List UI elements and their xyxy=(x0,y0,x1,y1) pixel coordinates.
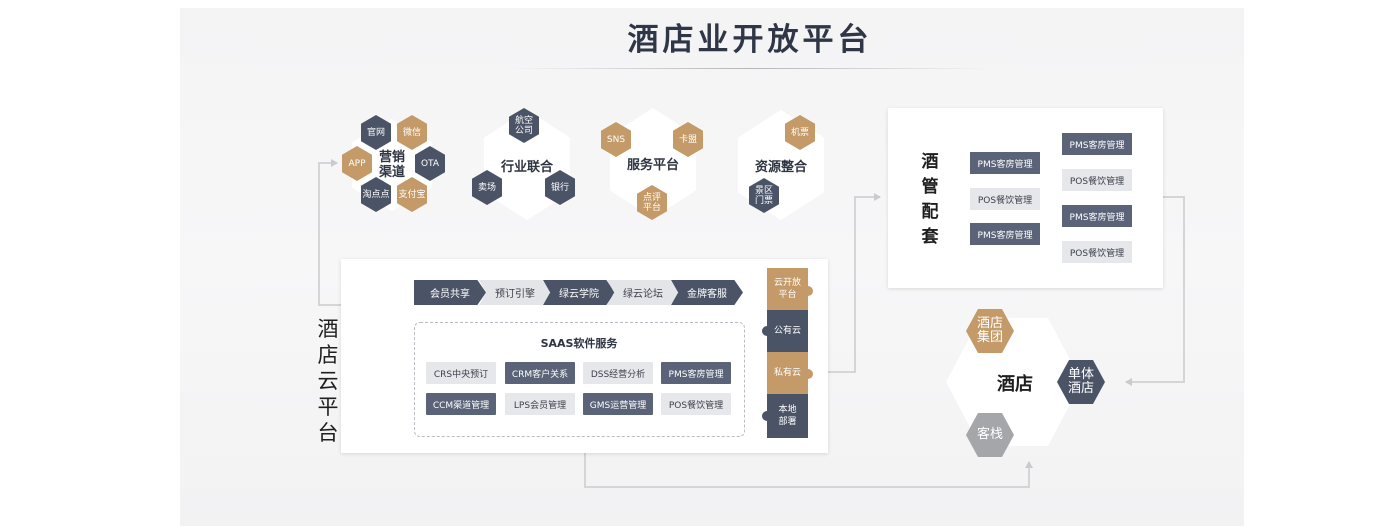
service-booking-engine-label: 预订引擎 xyxy=(495,289,535,300)
channel-mall-label: 卖场 xyxy=(477,182,496,193)
page-title: 酒店业开放平台 xyxy=(627,22,873,58)
saas-title: SAAS软件服务 xyxy=(540,337,618,350)
saas-dss-label: DSS经营分析 xyxy=(590,369,646,380)
saas-pms-label: PMS客房管理 xyxy=(668,369,724,380)
hotel-system-right-1-label: PMS客房管理 xyxy=(1069,140,1125,151)
hotel-type-single: 单体 酒店 xyxy=(1057,360,1105,404)
channel-wechat-label: 微信 xyxy=(402,127,421,138)
channel-group-industry-label: 行业联合 xyxy=(500,159,553,175)
hotel-systems-label: 酒管配套 xyxy=(919,150,941,250)
channel-airline-label: 航空 公司 xyxy=(514,115,533,136)
hotel-center-label: 酒店 xyxy=(997,374,1033,395)
saas-ccm-label: CCM渠道管理 xyxy=(432,400,490,411)
hotel-type-group-label: 酒店 集团 xyxy=(976,316,1003,345)
service-member-share-label: 会员共享 xyxy=(430,289,470,300)
hotel-system-right-2-label: POS餐饮管理 xyxy=(1069,176,1125,187)
hotel-system-right-1: PMS客房管理 xyxy=(1062,133,1132,155)
channel-app-label: APP xyxy=(348,158,366,169)
hotel-system-right-4: POS餐饮管理 xyxy=(1062,241,1132,263)
deploy-open-platform: 云开放 平台 xyxy=(767,268,808,310)
channel-flight-ticket-label: 机票 xyxy=(790,127,809,138)
saas-crm-label: CRM客户关系 xyxy=(511,369,569,380)
hotel-systems-label-text: 酒管配套 xyxy=(921,152,939,247)
saas-dss: DSS经营分析 xyxy=(583,362,653,384)
channel-bank-label: 银行 xyxy=(550,182,569,193)
hotel-system-right-4-label: POS餐饮管理 xyxy=(1069,248,1125,259)
service-gold-support-label: 金牌客服 xyxy=(687,289,727,300)
channel-taodiandian-label: 淘点点 xyxy=(362,189,390,200)
hotel-system-right-3: PMS客房管理 xyxy=(1062,205,1132,227)
channel-sns-label: SNS xyxy=(606,134,626,145)
saas-crm: CRM客户关系 xyxy=(505,362,575,384)
saas-pos: POS餐饮管理 xyxy=(661,393,731,415)
saas-lps: LPS会员管理 xyxy=(505,393,575,415)
saas-gms-label: GMS运营管理 xyxy=(589,400,647,411)
hotel-system-left-3-label: PMS客房管理 xyxy=(977,230,1033,241)
hotel-type-inn-label: 客栈 xyxy=(976,427,1003,442)
hotel-type-inn: 客栈 xyxy=(966,413,1014,457)
deploy-private-cloud-label: 私有云 xyxy=(773,368,801,378)
hotel-system-left-2: POS餐饮管理 xyxy=(970,188,1040,210)
channel-kameng-label: 卡盟 xyxy=(678,134,697,145)
deploy-public-cloud-label: 公有云 xyxy=(773,326,801,336)
channel-official-site-label: 官网 xyxy=(366,127,385,138)
deploy-private-cloud: 私有云 xyxy=(767,352,808,394)
service-forum-label: 绿云论坛 xyxy=(623,289,663,300)
saas-gms: GMS运营管理 xyxy=(583,393,653,415)
hotel-type-single-label: 单体 酒店 xyxy=(1067,367,1094,396)
cloud-platform-label-text: 酒店云平台 xyxy=(317,317,339,445)
saas-pms: PMS客房管理 xyxy=(661,362,731,384)
hotel-system-right-2: POS餐饮管理 xyxy=(1062,169,1132,191)
hotel-system-left-2-label: POS餐饮管理 xyxy=(977,195,1033,206)
deploy-on-premise: 本地 部署 xyxy=(767,394,808,438)
deploy-on-premise-label: 本地 部署 xyxy=(778,405,797,427)
channel-group-resource-label: 资源整合 xyxy=(754,159,807,175)
channel-scenic-ticket-label: 景区 门票 xyxy=(754,185,773,206)
connector-hotel-systems-to-hotel xyxy=(1125,196,1185,386)
saas-crs: CRS中央预订 xyxy=(426,362,496,384)
service-academy: 绿云学院 xyxy=(543,280,615,305)
hotel-system-left-3: PMS客房管理 xyxy=(970,223,1040,245)
connector-cloud-to-channels xyxy=(318,159,341,306)
hotel-system-right-3-label: PMS客房管理 xyxy=(1069,212,1125,223)
service-forum: 绿云论坛 xyxy=(607,280,679,305)
saas-pos-label: POS餐饮管理 xyxy=(668,400,724,411)
saas-container xyxy=(414,322,745,437)
saas-ccm: CCM渠道管理 xyxy=(426,393,496,415)
puzzle-knob xyxy=(803,369,813,379)
channel-group-service-label: 服务平台 xyxy=(626,157,679,173)
puzzle-knob xyxy=(762,411,772,421)
service-booking-engine: 预订引擎 xyxy=(479,280,551,305)
saas-lps-label: LPS会员管理 xyxy=(513,400,567,411)
puzzle-knob xyxy=(803,286,813,296)
cloud-platform-label: 酒店云平台 xyxy=(316,316,340,446)
connector-hotel-to-cloud xyxy=(584,453,1033,488)
puzzle-knob xyxy=(762,326,772,336)
title-divider xyxy=(510,68,990,69)
channel-review-platform-label: 点评 平台 xyxy=(642,192,661,213)
channel-group-marketing-label: 营销 渠道 xyxy=(378,150,405,180)
service-academy-label: 绿云学院 xyxy=(559,289,599,300)
hotel-system-left-1: PMS客房管理 xyxy=(970,152,1040,174)
saas-crs-label: CRS中央预订 xyxy=(433,369,489,380)
channel-ota-label: OTA xyxy=(420,158,440,169)
deploy-open-platform-label: 云开放 平台 xyxy=(773,278,801,300)
hotel-type-group: 酒店 集团 xyxy=(966,309,1014,353)
channel-alipay-label: 支付宝 xyxy=(398,189,426,200)
deploy-public-cloud: 公有云 xyxy=(767,310,808,352)
connector-cloud-to-hotel-systems xyxy=(808,193,881,373)
hotel-system-left-1-label: PMS客房管理 xyxy=(977,159,1033,170)
service-gold-support: 金牌客服 xyxy=(671,280,743,305)
service-member-share: 会员共享 xyxy=(414,280,486,305)
